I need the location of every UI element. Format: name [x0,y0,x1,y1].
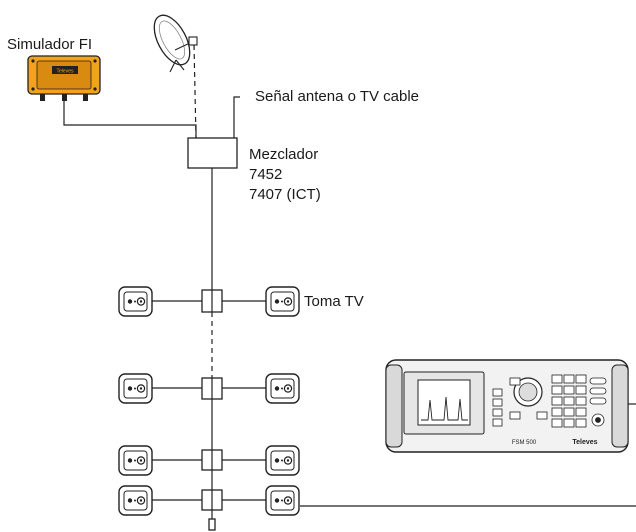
tv-outlet-icon [118,485,153,516]
mixer-model-ict-label: 7407 (ICT) [249,186,321,203]
simulator-label: Simulador FI [7,36,93,53]
spectrum-trace [421,396,468,421]
signal-source-label: Señal antena o TV cable [255,88,420,105]
spectrum-analyzer-device: FSM 500 Televes [385,359,629,453]
tv-outlets [118,286,300,516]
analyzer-brand-label: Televes [572,439,597,446]
tv-outlet-icon [265,485,300,516]
tv-outlet-icon [265,373,300,404]
mixer-box [187,137,238,169]
fi-simulator-device: Televes [27,55,101,101]
mixer-model-label: 7452 [249,166,283,183]
keypad [551,374,607,428]
terminator [208,518,216,531]
tv-outlet-icon [118,286,153,317]
tv-outlet-icon [118,373,153,404]
satellite-dish-icon [153,14,198,73]
splitters [201,289,223,531]
mixer-label: Mezclador [249,146,319,163]
tv-outlet-label: Toma TV [304,293,364,310]
tv-outlet-icon [265,445,300,476]
simulator-brand: Televes [57,69,74,75]
cabling [63,44,636,519]
tv-outlet-icon [118,445,153,476]
tv-outlet-icon [265,286,300,317]
analyzer-model-label: FSM 500 [512,440,537,446]
